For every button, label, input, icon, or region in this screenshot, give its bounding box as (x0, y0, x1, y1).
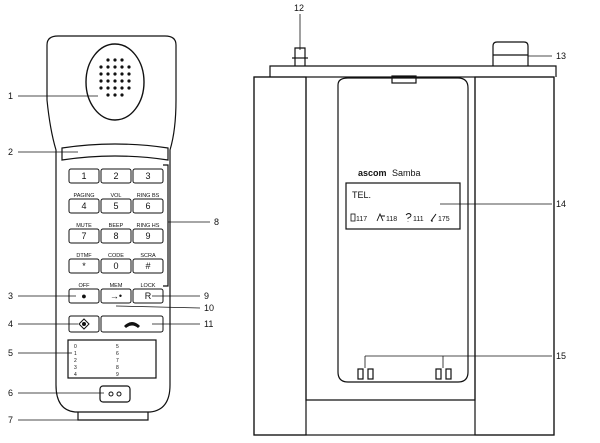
leader-lines (18, 14, 552, 421)
callout-14: 14 (556, 199, 566, 209)
key-mem[interactable] (100, 288, 132, 304)
callout-8: 8 (214, 217, 219, 227)
svg-text:5: 5 (116, 344, 119, 350)
key-label: RING BS (137, 193, 160, 199)
key-5[interactable] (100, 198, 132, 214)
key-digit: R (145, 291, 152, 301)
key-6[interactable] (132, 198, 164, 214)
callout-13: 13 (556, 51, 566, 61)
lcd-display-line: TEL. (352, 190, 371, 200)
callout-15: 15 (556, 351, 566, 361)
label-card: 0 1 2 3 4 5 6 7 8 9 (74, 344, 119, 378)
svg-text:3: 3 (74, 365, 77, 371)
callout-11: 11 (204, 319, 213, 329)
key-digit: 8 (113, 231, 118, 241)
key-digit: # (145, 261, 150, 271)
key-label: BEEP (109, 223, 124, 229)
key-digit: 4 (81, 201, 86, 211)
svg-text:2: 2 (74, 358, 77, 364)
key-digit: * (82, 261, 86, 271)
key-9[interactable] (132, 228, 164, 244)
key-label: RING HS (137, 223, 160, 229)
key-digit: 3 (145, 171, 150, 181)
key-label: MUTE (76, 223, 92, 229)
callout-3: 3 (8, 291, 13, 301)
key-digit: 6 (145, 201, 150, 211)
signal-icon (376, 212, 385, 222)
connector-icon (108, 391, 122, 397)
callout-6: 6 (8, 388, 13, 398)
svg-text:111: 111 (413, 216, 424, 223)
key-label: OFF (79, 283, 91, 289)
callout-4: 4 (8, 319, 13, 329)
svg-text:4: 4 (74, 372, 77, 378)
key-3[interactable] (132, 168, 164, 184)
key-2[interactable] (100, 168, 132, 184)
callout-1: 1 (8, 91, 13, 101)
keypad-digits: 1 2 3 4 5 6 7 8 9 * 0 # ● →• R (81, 171, 151, 301)
key-digit: 1 (81, 171, 86, 181)
lcd-status: 117 118 111 175 (350, 212, 450, 223)
charger (253, 41, 557, 436)
battery-icon (350, 213, 356, 222)
svg-text:6: 6 (116, 351, 119, 357)
phone-icon (430, 213, 437, 222)
key-digit: 2 (113, 171, 118, 181)
svg-text:118: 118 (386, 216, 397, 223)
svg-text:7: 7 (116, 358, 119, 364)
handset (46, 35, 177, 421)
info-icon (405, 213, 412, 222)
key-label: MEM (110, 283, 123, 289)
key-digit: 5 (113, 201, 118, 211)
hangup-icon (78, 318, 90, 330)
callout-5: 5 (8, 348, 13, 358)
key-label: LOCK (141, 283, 156, 289)
key-4[interactable] (68, 198, 100, 214)
key-0[interactable] (100, 258, 132, 274)
callout-9: 9 (204, 291, 209, 301)
svg-text:1: 1 (74, 351, 77, 357)
key-digit: ● (81, 291, 86, 301)
key-star[interactable] (68, 258, 100, 274)
svg-text:9: 9 (116, 372, 119, 378)
keypad-labels: PAGING VOL RING BS MUTE BEEP RING HS DTM… (74, 193, 160, 289)
callouts: 1 2 3 4 5 6 7 8 9 10 11 12 13 14 15 (8, 3, 566, 425)
handset-icon (124, 322, 140, 328)
svg-text:117: 117 (356, 216, 367, 223)
svg-text:175: 175 (438, 216, 450, 223)
svg-text:8: 8 (116, 365, 119, 371)
key-label: SCRA (140, 253, 156, 259)
brand-logo: ascom (358, 168, 387, 178)
callout-10: 10 (204, 303, 214, 313)
callout-7: 7 (8, 415, 13, 425)
key-digit: 0 (113, 261, 118, 271)
key-hash[interactable] (132, 258, 164, 274)
callout-12: 12 (294, 3, 304, 13)
key-label: PAGING (74, 193, 95, 199)
callout-2: 2 (8, 147, 13, 157)
key-digit: →• (110, 291, 122, 301)
key-digit: 7 (81, 231, 86, 241)
key-8[interactable] (100, 228, 132, 244)
key-label: CODE (108, 253, 124, 259)
key-label: VOL (110, 193, 121, 199)
svg-text:0: 0 (74, 344, 77, 350)
key-7[interactable] (68, 228, 100, 244)
earpiece-holes (99, 58, 131, 97)
key-label: DTMF (76, 253, 92, 259)
key-1[interactable] (68, 168, 100, 184)
model-name: Samba (392, 168, 421, 178)
key-digit: 9 (145, 231, 150, 241)
keypad (68, 168, 164, 333)
